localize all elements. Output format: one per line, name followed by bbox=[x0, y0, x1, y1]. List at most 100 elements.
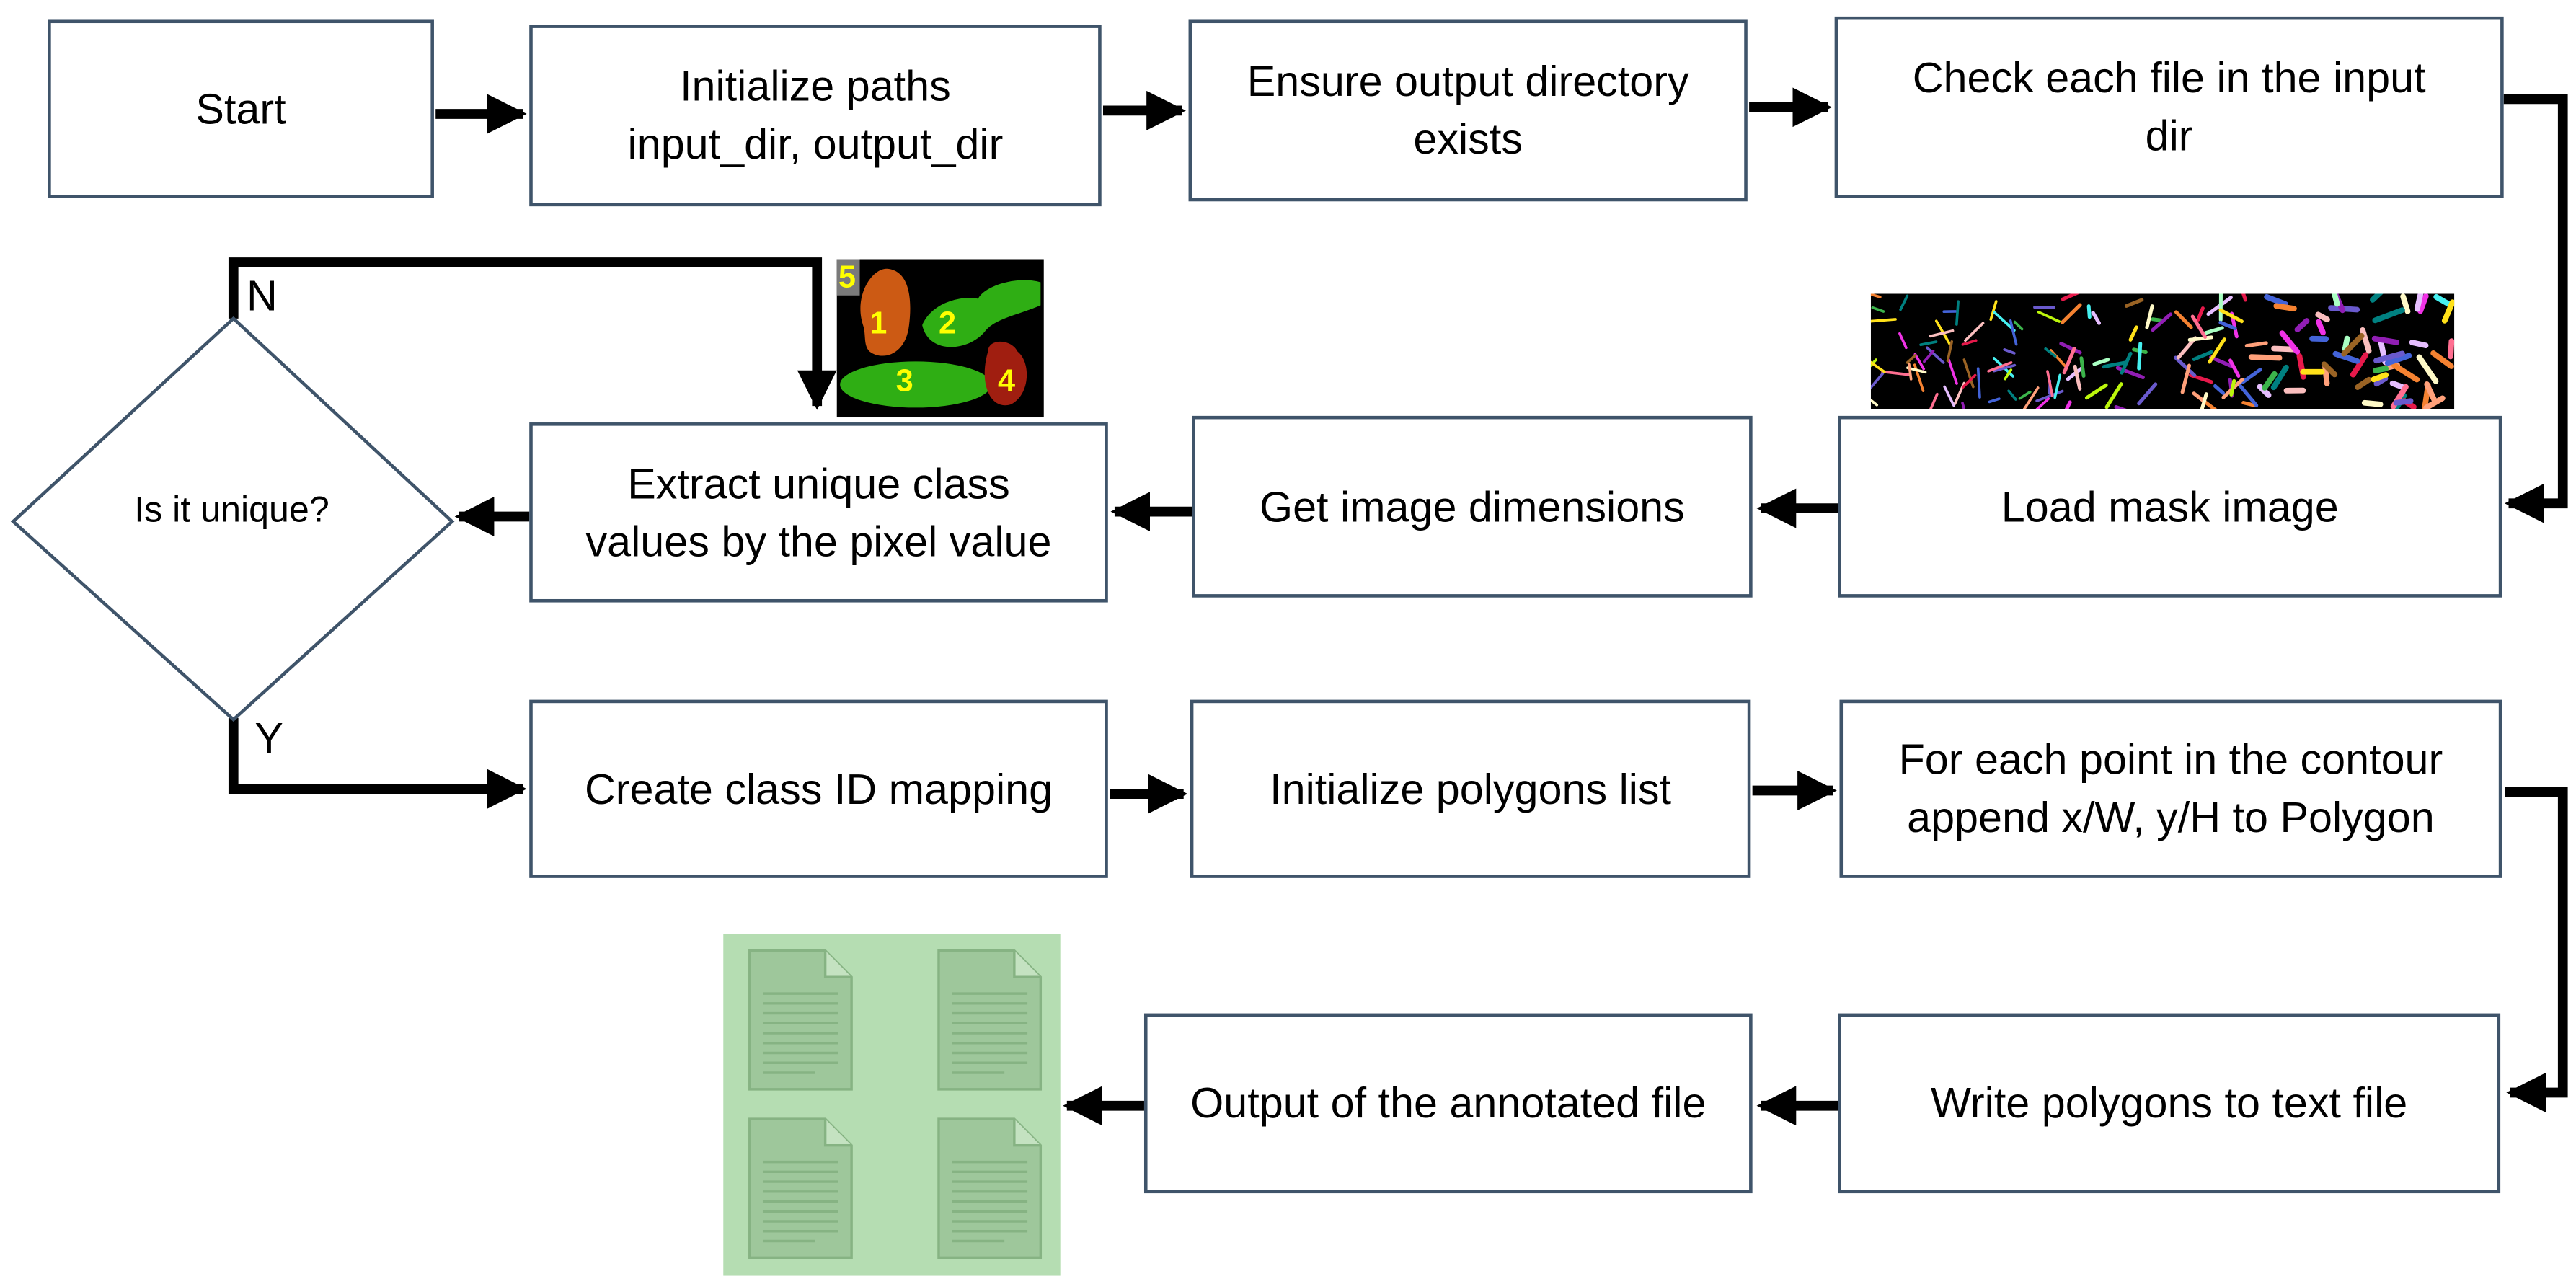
document-icon bbox=[937, 949, 1043, 1091]
collage-segment bbox=[2192, 391, 2206, 404]
collage-segment bbox=[2137, 342, 2143, 371]
collage-segment bbox=[2273, 303, 2297, 311]
collage-segment bbox=[2145, 304, 2154, 329]
step-write-polygons: Write polygons to text file bbox=[1838, 1013, 2501, 1194]
arrow-decision-yes bbox=[228, 717, 527, 809]
collage-segment bbox=[2270, 364, 2289, 391]
collage-segment bbox=[2035, 389, 2064, 402]
collage-segment bbox=[1870, 293, 1882, 298]
step-contour-points-line-2: append x/W, y/H to Polygon bbox=[1907, 792, 2435, 842]
collage-segment bbox=[2271, 345, 2297, 353]
collage-segment bbox=[2213, 384, 2225, 395]
step-initialize-paths: Initialize paths input_dir, output_dir bbox=[529, 25, 1102, 207]
collage-segment bbox=[2417, 293, 2429, 314]
collage-segment bbox=[1961, 339, 1978, 346]
step-load-mask-image: Load mask image bbox=[1838, 415, 2502, 598]
collage-segment bbox=[2262, 371, 2278, 391]
collage-segment bbox=[2137, 382, 2158, 406]
collage-segment bbox=[2003, 348, 2016, 355]
collage-segment bbox=[2373, 350, 2405, 364]
collage-segment bbox=[2342, 335, 2350, 353]
mask-number-2: 2 bbox=[938, 306, 957, 342]
document-icon bbox=[748, 949, 853, 1091]
decision-label: Is it unique? bbox=[134, 488, 329, 530]
collage-segment bbox=[1899, 294, 1909, 311]
collage-segment bbox=[2384, 353, 2412, 366]
annotated-files-group bbox=[723, 934, 1061, 1276]
collage-segment bbox=[1881, 370, 1911, 376]
collage-segment bbox=[2061, 293, 2080, 301]
step-ensure-output-directory: Ensure output directory exists bbox=[1188, 19, 1748, 202]
mask-number-4: 4 bbox=[998, 364, 1016, 399]
step-check-each-file-line-2: dir bbox=[2145, 110, 2193, 161]
collage-segment bbox=[2240, 368, 2262, 384]
collage-segment bbox=[2009, 319, 2018, 346]
collage-segment bbox=[2209, 355, 2236, 369]
step-get-image-dimensions: Get image dimensions bbox=[1192, 415, 1753, 598]
collage-segment bbox=[2360, 327, 2372, 354]
step-write-polygons-text: Write polygons to text file bbox=[1931, 1077, 2408, 1128]
collage-segment bbox=[2004, 368, 2013, 381]
collage-segment bbox=[1962, 358, 1975, 389]
collage-segment bbox=[2430, 350, 2454, 369]
collage-segment bbox=[1955, 300, 1960, 326]
collage-segment bbox=[2060, 303, 2082, 324]
collage-segment bbox=[2441, 299, 2455, 324]
collage-segment bbox=[2355, 376, 2372, 390]
collage-segment bbox=[2128, 325, 2138, 342]
collage-segment bbox=[1898, 332, 1908, 350]
step-output-annotated-file: Output of the annotated file bbox=[1143, 1013, 1753, 1194]
arrow-contour-to-write bbox=[2505, 787, 2568, 1112]
collage-segment bbox=[1923, 350, 1935, 363]
collage-segment bbox=[1992, 363, 2017, 373]
collage-segment bbox=[2037, 311, 2061, 323]
collage-segment bbox=[1870, 398, 1879, 407]
collage-segment bbox=[2174, 355, 2197, 378]
step-start: Start bbox=[48, 19, 434, 198]
collage-segment bbox=[2236, 381, 2259, 407]
collage-segment bbox=[2294, 318, 2310, 333]
collage-segment bbox=[2035, 397, 2050, 409]
collage-segment bbox=[1988, 397, 2001, 404]
collage-segment bbox=[2187, 335, 2213, 342]
collage-segment bbox=[2151, 312, 2173, 332]
collage-segment bbox=[2102, 360, 2126, 369]
collage-segment bbox=[1870, 372, 1885, 390]
collage-segment bbox=[2389, 380, 2405, 390]
document-icon bbox=[748, 1117, 853, 1259]
collage-segment bbox=[2424, 381, 2438, 404]
collage-segment bbox=[2013, 320, 2024, 331]
collage-segment bbox=[1987, 361, 2013, 373]
step-extract-unique-class-line-2: values by the pixel value bbox=[585, 515, 1052, 566]
collage-segment bbox=[1926, 346, 1945, 364]
collage-segment bbox=[2208, 337, 2226, 364]
collage-segment bbox=[2241, 293, 2247, 302]
collage-segment bbox=[2228, 358, 2241, 378]
collage-segment bbox=[2218, 320, 2237, 331]
collage-segment bbox=[2400, 293, 2411, 314]
collage-segment bbox=[2241, 401, 2257, 407]
collage-segment bbox=[2433, 293, 2452, 308]
collage-segment bbox=[2044, 347, 2057, 358]
collage-segment bbox=[2062, 346, 2076, 375]
arrow-decision-no-loop bbox=[228, 257, 837, 410]
collage-segment bbox=[2341, 332, 2365, 357]
collage-segment bbox=[2331, 293, 2340, 307]
collage-segment bbox=[2079, 356, 2086, 378]
collage-segment bbox=[2332, 350, 2360, 364]
collage-segment bbox=[2315, 311, 2330, 323]
mask-preview-image: 5 1 2 3 4 bbox=[836, 259, 1044, 418]
collage-segment bbox=[2007, 389, 2017, 401]
step-initialize-paths-line-2: input_dir, output_dir bbox=[627, 118, 1004, 169]
collage-segment bbox=[2018, 390, 2032, 400]
collage-segment bbox=[2321, 361, 2338, 378]
collage-segment bbox=[2218, 308, 2244, 324]
step-output-annotated-file-text: Output of the annotated file bbox=[1190, 1077, 1707, 1128]
step-ensure-output-directory-line-2: exists bbox=[1413, 113, 1523, 164]
collage-segment bbox=[1929, 392, 1939, 409]
collage-segment bbox=[1947, 358, 1958, 385]
collage-segment bbox=[2361, 399, 2384, 407]
collage-segment bbox=[1870, 318, 1897, 323]
collage-segment bbox=[1871, 306, 1885, 313]
